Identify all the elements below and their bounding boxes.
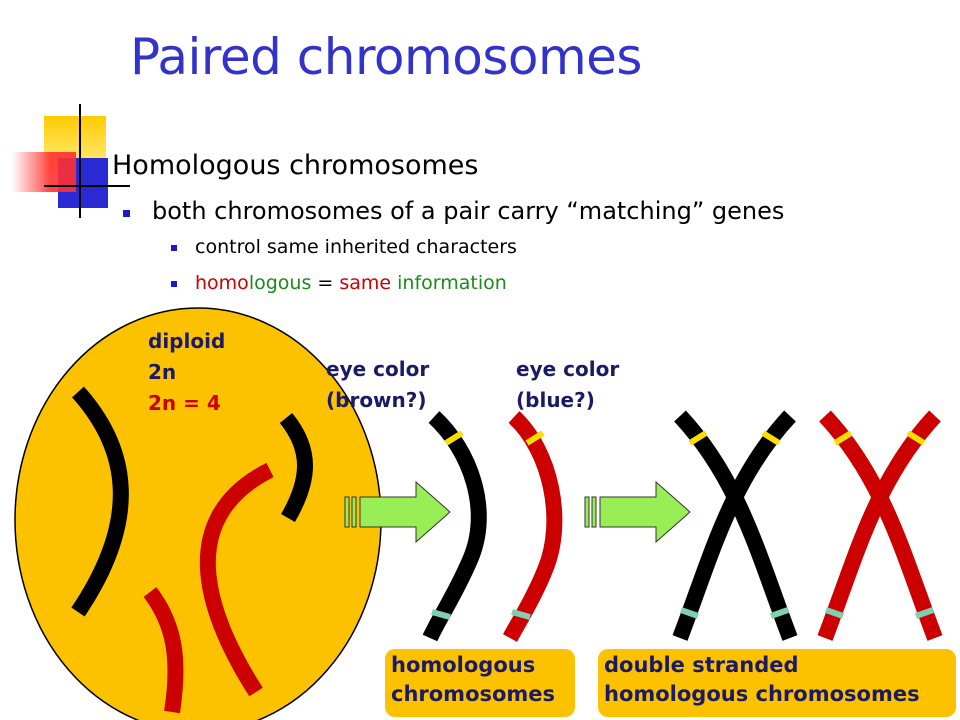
double-stranded-box: double stranded homologous chromosomes bbox=[598, 649, 956, 717]
double-red-strand-2 bbox=[817, 410, 941, 641]
definition-homo: homo bbox=[195, 272, 249, 294]
double-black-strand-2 bbox=[672, 410, 796, 641]
definition-logous: logous bbox=[248, 272, 312, 294]
cell-label-2n: 2n bbox=[148, 360, 177, 384]
bullet-level3-characters: control same inherited characters bbox=[195, 236, 517, 258]
double-black-centromere-1 bbox=[680, 607, 699, 619]
bullet-level2: both chromosomes of a pair carry “matchi… bbox=[152, 197, 785, 225]
homolog-black bbox=[422, 411, 487, 642]
definition-information: information bbox=[397, 272, 507, 294]
gene-label-blue-line1: eye color bbox=[516, 357, 620, 381]
centromere-band-black bbox=[431, 609, 451, 620]
cell-label: diploid 2n 2n = 4 bbox=[148, 326, 225, 419]
double-red-gene-band-2 bbox=[906, 430, 926, 446]
gene-band-blue bbox=[525, 430, 545, 446]
double-black-strand-1 bbox=[674, 410, 798, 641]
cell-chromosome-black-1 bbox=[71, 386, 129, 617]
centromere-band-red bbox=[511, 609, 531, 620]
box1-line2: chromosomes bbox=[391, 682, 556, 706]
definition-equals: = bbox=[311, 272, 340, 294]
cell-chromosome-red-1 bbox=[199, 462, 274, 697]
double-red-strand-1 bbox=[819, 410, 943, 641]
bullet-square-icon bbox=[171, 281, 177, 287]
double-black-gene-band-1 bbox=[688, 430, 708, 446]
arrow-1 bbox=[344, 480, 451, 544]
cell-label-diploid: diploid bbox=[148, 329, 226, 353]
gene-label-blue-line2: (blue?) bbox=[516, 388, 595, 412]
box2-line1: double stranded bbox=[604, 653, 799, 677]
definition-same: same bbox=[339, 272, 392, 294]
cell-label-count: 2n = 4 bbox=[148, 391, 221, 415]
bullet-level3-definition: homologous = same information bbox=[195, 272, 507, 294]
double-black-gene-band-2 bbox=[761, 430, 781, 446]
arrow-2 bbox=[584, 480, 691, 544]
cell-chromosomes bbox=[71, 386, 313, 714]
double-red-gene-band-1 bbox=[833, 430, 853, 446]
box1-line1: homologous bbox=[391, 653, 536, 677]
double-red-centromere-1 bbox=[825, 607, 844, 619]
bullet-square-icon bbox=[171, 245, 177, 251]
homologous-chromosomes-box: homologous chromosomes bbox=[385, 649, 575, 717]
bullet-square-icon bbox=[123, 210, 130, 217]
box2-line2: homologous chromosomes bbox=[604, 682, 920, 706]
double-red-centromere-2 bbox=[915, 607, 934, 619]
bullet-level1: Homologous chromosomes bbox=[112, 150, 479, 181]
gene-band-brown bbox=[444, 430, 464, 446]
gene-label-blue: eye color (blue?) bbox=[516, 354, 619, 416]
decorative-corner-graphic bbox=[12, 104, 130, 218]
double-black-centromere-2 bbox=[770, 607, 789, 619]
cell-chromosome-black-2 bbox=[279, 412, 313, 523]
slide-title: Paired chromosomes bbox=[130, 28, 642, 86]
gene-label-brown: eye color (brown?) bbox=[326, 354, 429, 416]
cell-chromosome-red-2 bbox=[143, 587, 184, 714]
gene-label-brown-line2: (brown?) bbox=[326, 388, 427, 412]
gene-label-brown-line1: eye color bbox=[326, 357, 430, 381]
homolog-red bbox=[503, 411, 563, 642]
